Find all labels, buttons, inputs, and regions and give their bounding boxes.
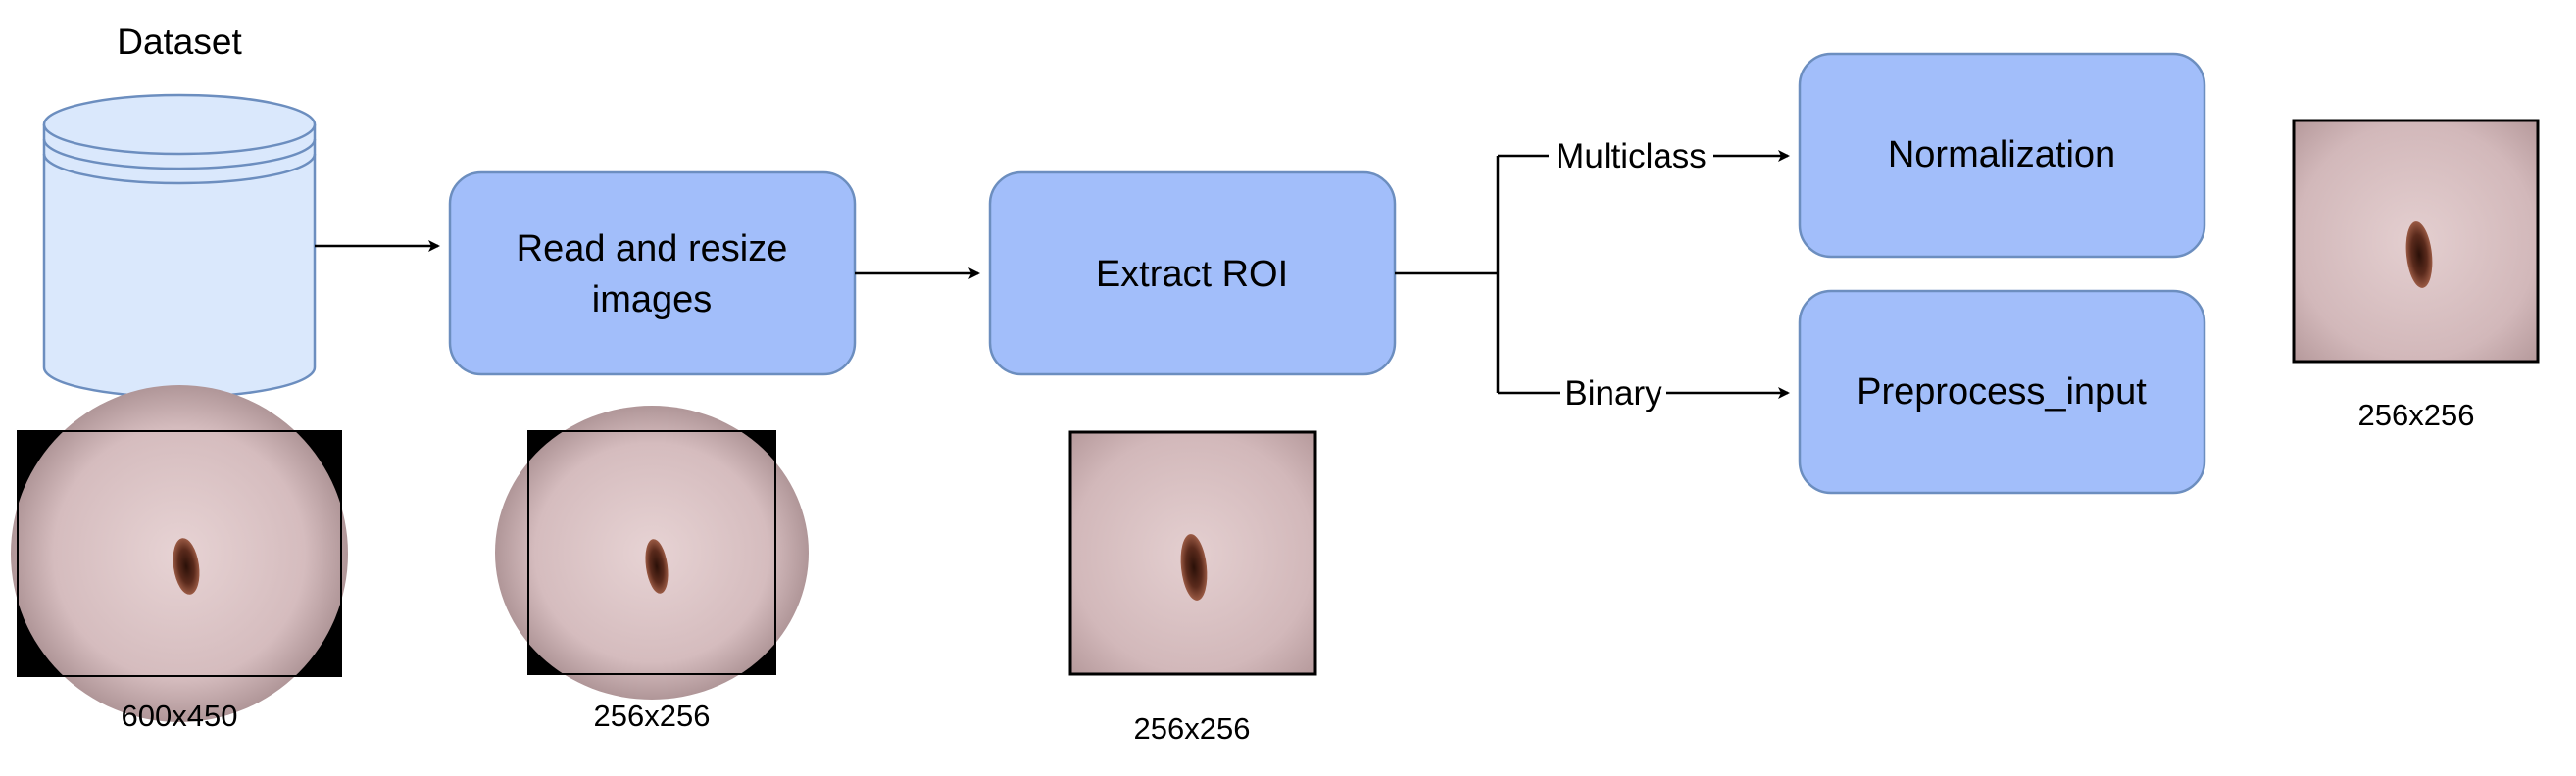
extract-roi-label: Extract ROI: [1096, 254, 1288, 295]
dataset-title: Dataset: [117, 22, 242, 62]
original-size-caption: 600x450: [122, 699, 238, 733]
multiclass-branch-label: Multiclass: [1556, 137, 1707, 175]
preprocess-input-step: Preprocess_input: [1798, 289, 2206, 495]
normalization-step: Normalization: [1798, 52, 2206, 259]
binary-branch-label: Binary: [1564, 374, 1662, 412]
original-skin-image: [11, 385, 348, 722]
branch-connector: [1395, 150, 1790, 399]
resized-skin-image: [495, 406, 809, 700]
final-skin-image: [2292, 119, 2540, 364]
dataset-cylinder-icon: [42, 93, 317, 399]
resized-size-caption: 256x256: [594, 699, 711, 733]
read-resize-step: Read and resize images: [448, 170, 857, 376]
read-resize-label-line2: images: [592, 279, 713, 320]
roi-size-caption: 256x256: [1134, 711, 1251, 746]
normalization-label: Normalization: [1888, 134, 2115, 175]
roi-skin-image: [1068, 430, 1317, 676]
final-size-caption: 256x256: [2358, 398, 2475, 432]
read-resize-label-line1: Read and resize: [517, 228, 788, 269]
preprocess-input-label: Preprocess_input: [1857, 371, 2147, 412]
extract-roi-step: Extract ROI: [988, 170, 1397, 376]
